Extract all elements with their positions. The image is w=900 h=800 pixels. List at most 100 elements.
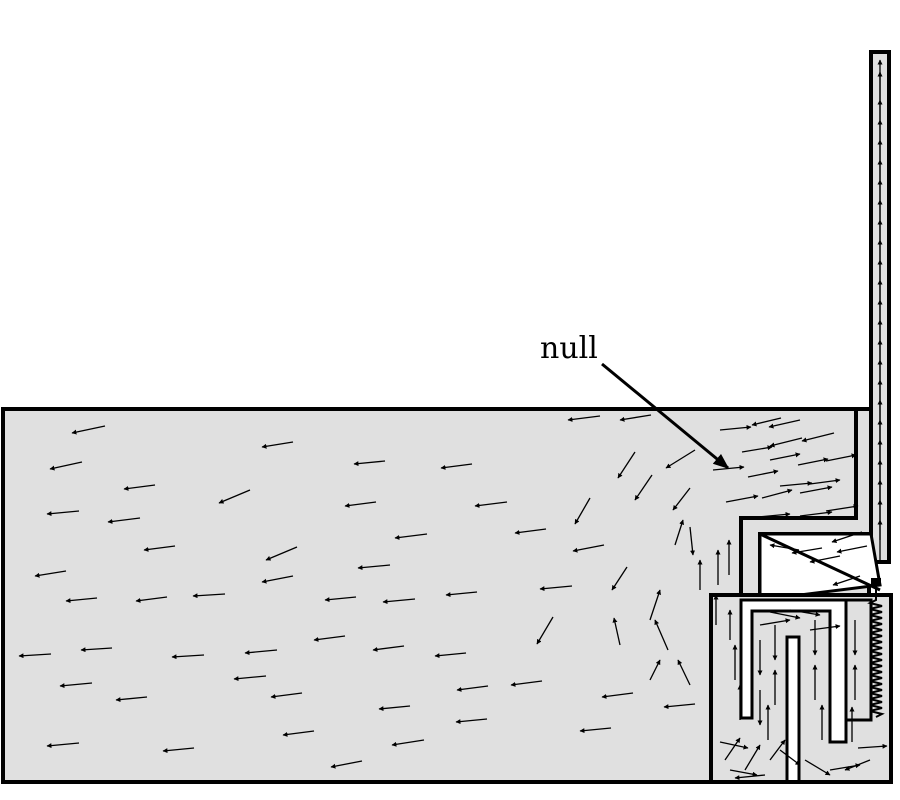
spring-element (867, 582, 885, 718)
field-arrow (357, 564, 391, 571)
slot-diagonal (759, 532, 881, 592)
field-arrow (282, 730, 315, 737)
field-arrow (270, 692, 303, 699)
field-arrow (789, 609, 821, 617)
field-arrow (757, 511, 791, 518)
meander-slot-right (844, 598, 873, 722)
field-arrow (729, 769, 758, 777)
field-arrow (724, 737, 741, 761)
field-arrow (445, 591, 478, 598)
field-arrow (378, 705, 411, 712)
field-arrow (649, 589, 661, 621)
field-arrow (372, 645, 405, 652)
field-arrow (65, 597, 98, 604)
spring-cap (871, 578, 881, 586)
field-arrow (672, 487, 691, 511)
field-arrow (601, 692, 634, 699)
field-arrow (809, 555, 841, 564)
field-arrow (769, 611, 801, 620)
field-arrow (759, 618, 791, 626)
field-arrow (456, 685, 489, 692)
field-arrow (857, 743, 888, 749)
field-arrow (514, 528, 547, 535)
field-arrow (779, 749, 801, 766)
field-arrow (825, 504, 859, 512)
field-arrow (769, 437, 803, 448)
field-arrow (394, 533, 428, 540)
null-label: null (540, 331, 598, 366)
field-arrow (761, 488, 793, 499)
field-arrow (836, 545, 868, 554)
field-arrow (719, 741, 749, 750)
field-arrow (689, 526, 696, 556)
field-arrow (49, 461, 83, 471)
field-arrow (233, 675, 267, 682)
field-arrow (799, 510, 833, 517)
field-arrow (825, 453, 857, 462)
field-arrow (663, 703, 696, 710)
field-arrow (574, 497, 591, 525)
field-arrow (162, 747, 195, 754)
field-arrow (654, 619, 669, 651)
field-arrow (192, 593, 226, 599)
field-arrow (844, 759, 871, 771)
field-arrow (768, 419, 801, 429)
field-arrow (107, 517, 141, 524)
field-arrow (46, 510, 80, 517)
field-arrow (674, 519, 685, 546)
field-arrow (18, 653, 52, 659)
field-arrow (831, 531, 863, 543)
field-arrow (634, 474, 653, 501)
field-arrow (313, 635, 346, 642)
field-arrow (769, 452, 801, 461)
field-arrow (751, 417, 782, 427)
field-arrow (804, 759, 831, 776)
field-arrow (567, 415, 601, 422)
field-arrow (579, 727, 612, 734)
field-arrow (611, 566, 628, 591)
field-arrow (572, 544, 605, 553)
field-arrow (619, 414, 652, 422)
field-arrow (265, 546, 298, 561)
field-arrow (135, 596, 168, 603)
field-arrow (353, 460, 386, 467)
field-arrow (809, 478, 841, 485)
field-arrow (769, 543, 800, 551)
field-arrow (382, 598, 416, 605)
field-arrow (799, 485, 833, 494)
field-arrow (779, 480, 813, 487)
null-pointer-arrow (601, 362, 730, 470)
field-arrow (734, 774, 766, 781)
field-arrow (747, 469, 779, 478)
field-arrow (725, 494, 759, 503)
field-arrow (440, 463, 473, 470)
field-arrow (391, 739, 425, 747)
field-arrow (123, 484, 156, 491)
field-arrow (617, 451, 636, 479)
field-arrow (71, 425, 106, 435)
field-arrow (46, 742, 80, 749)
field-arrow (474, 501, 508, 508)
field-arrow (244, 649, 278, 656)
current-vector-arrows (18, 59, 888, 781)
field-arrow (80, 647, 113, 653)
field-arrow (649, 659, 661, 681)
field-arrow (801, 432, 835, 443)
field-arrow (769, 739, 786, 761)
field-arrow (665, 449, 696, 469)
field-arrow (791, 547, 823, 555)
field-arrow (344, 501, 377, 508)
field-arrow (324, 596, 357, 603)
field-arrow (34, 570, 67, 578)
field-arrow (434, 652, 467, 659)
field-arrow (536, 616, 554, 645)
field-arrow (797, 457, 829, 466)
field-arrow (832, 575, 861, 586)
field-arrow (719, 424, 752, 431)
field-arrow (539, 585, 573, 592)
field-arrow (744, 744, 761, 771)
field-arrow (115, 696, 148, 703)
field-arrow (330, 760, 363, 769)
